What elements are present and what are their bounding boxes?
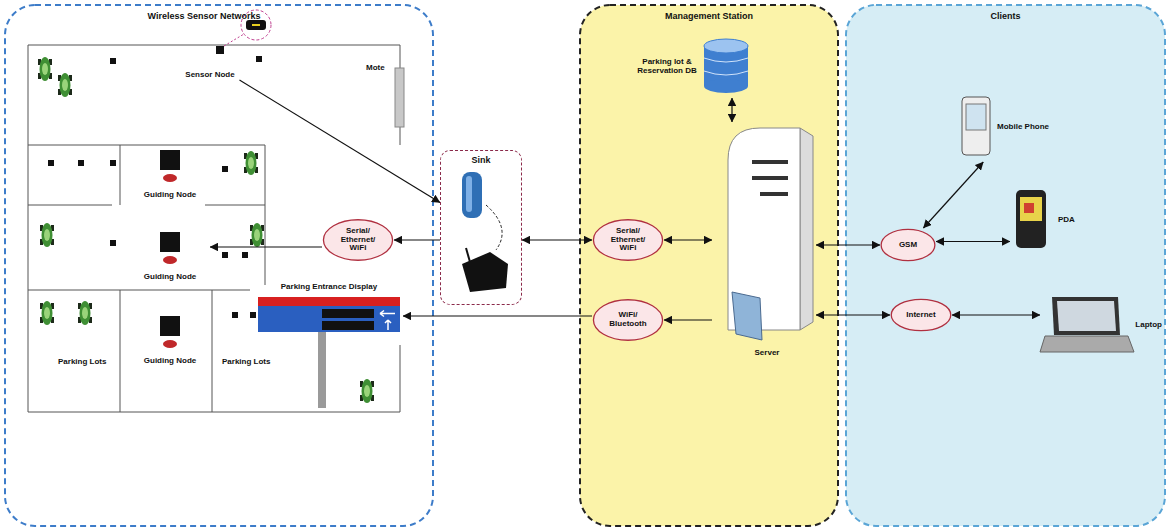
connector-arrow xyxy=(952,314,1040,315)
node-label: Internet xyxy=(906,311,935,320)
label-holder: Parking Lots xyxy=(222,350,270,368)
region-title: Management Station xyxy=(665,11,753,21)
node-label: Laptop xyxy=(1135,321,1162,330)
connector-arrow xyxy=(394,239,440,240)
node-label: WiFi/ Bluetooth xyxy=(603,311,653,329)
region-outline xyxy=(580,5,838,526)
mote-label: Mote xyxy=(366,63,385,72)
node-label: Server xyxy=(755,349,780,358)
region-outline xyxy=(5,5,433,526)
area-label: Parking Lots xyxy=(222,357,270,366)
connector-arrow xyxy=(522,239,592,240)
connector-arrow xyxy=(816,244,880,245)
connector-arrow xyxy=(936,241,1010,242)
connector-arrow xyxy=(816,314,890,315)
device-node: PDA xyxy=(1010,185,1110,255)
device-node: Guiding Node xyxy=(130,316,210,366)
server-tower xyxy=(728,128,813,340)
device-node: Mobile Phone xyxy=(955,92,1075,162)
region-box: Parking lot & Reservation DB Serial/ Ethe… xyxy=(580,5,838,526)
device-node: Parking lot & Reservation DB xyxy=(634,36,752,98)
sensor-squares xyxy=(48,46,262,318)
link-ellipse: WiFi/ Bluetooth xyxy=(592,298,664,342)
node-label: Guiding Node xyxy=(144,191,196,200)
region-title: Clients xyxy=(990,11,1020,21)
label-holder: Mote xyxy=(366,56,385,74)
database-cylinder xyxy=(704,39,748,93)
sink-box: Sink xyxy=(440,150,522,305)
mobile-phone-icon xyxy=(962,97,990,155)
link-ellipse: Serial/ Ethernet/ WiFi xyxy=(322,218,394,262)
node-label: Sink xyxy=(471,155,490,165)
link-ellipse: GSM xyxy=(880,228,936,262)
node-label: Parking Entrance Display xyxy=(281,283,377,292)
connector-arrow xyxy=(664,239,712,240)
node-label: Serial/ Ethernet/ WiFi xyxy=(333,227,383,254)
connector-arrow xyxy=(210,246,322,247)
device-node: Server xyxy=(712,122,816,362)
region-box: Mobile PhonePDA GSM InternetLaptop Clients xyxy=(846,5,1165,526)
region-box: Sensor NodeGuiding NodeGuiding NodeGuidi… xyxy=(5,5,433,526)
device-node: Parking Entrance Display xyxy=(255,282,403,334)
parking-lot-plan xyxy=(28,45,400,412)
node-label: GSM xyxy=(899,241,917,250)
node-label: Serial/ Ethernet/ WiFi xyxy=(603,227,653,254)
pda-icon xyxy=(1016,190,1046,248)
area-label: Parking Lots xyxy=(58,357,106,366)
sink-devices xyxy=(462,172,508,292)
region-outline xyxy=(846,5,1165,526)
connector-arrow xyxy=(403,315,592,316)
guiding-node-symbols xyxy=(160,150,180,348)
connector-arrow xyxy=(239,80,440,202)
node-label: PDA xyxy=(1058,216,1075,225)
connector-arrow xyxy=(923,162,983,228)
label-holder: Parking Lots xyxy=(58,350,106,368)
laptop-icon xyxy=(1040,297,1134,352)
link-ellipse: Serial/ Ethernet/ WiFi xyxy=(592,218,664,262)
node-label: Guiding Node xyxy=(144,357,196,366)
node-label: Guiding Node xyxy=(144,273,196,282)
device-node: Guiding Node xyxy=(130,150,210,200)
node-label: Parking lot & Reservation DB xyxy=(636,58,698,76)
connector-arrow xyxy=(664,319,712,320)
gate-bar xyxy=(395,68,404,127)
device-node: Guiding Node xyxy=(130,232,210,282)
entrance-display-board xyxy=(258,297,400,408)
device-node: Sensor Node xyxy=(180,44,240,80)
node-label: Mobile Phone xyxy=(997,123,1049,132)
node-label: Sensor Node xyxy=(185,71,234,80)
region-title: Wireless Sensor Networks xyxy=(148,11,261,21)
device-node: Laptop xyxy=(1040,290,1164,360)
connector-arrow xyxy=(731,98,732,122)
link-ellipse: Internet xyxy=(890,298,952,332)
